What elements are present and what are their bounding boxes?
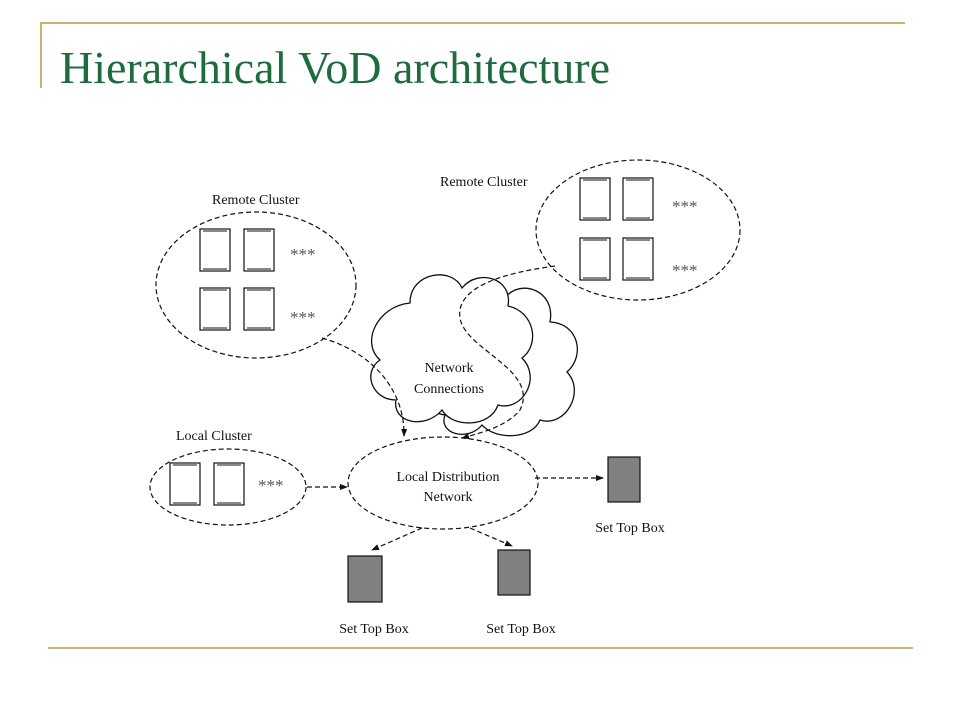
local-cluster-boundary (149, 448, 307, 526)
set-top-box-right-label: Set Top Box (595, 521, 665, 536)
server-drum-icon (169, 462, 201, 506)
remote-cluster-left-label: Remote Cluster (212, 193, 300, 208)
network-label-line1: Network (425, 361, 474, 376)
connections (307, 265, 604, 551)
connection-distribution-to-stb-mid (469, 527, 513, 547)
remote-cluster-left: Remote Cluster *** *** (155, 193, 357, 359)
left-rule (40, 22, 42, 88)
remote-cluster-right-ellipsis-2: *** (672, 261, 698, 280)
local-distribution-network: Local Distribution Network (347, 436, 539, 530)
network-cloud: Network Connections (370, 274, 578, 437)
top-rule (40, 22, 905, 24)
connection-remote-left-to-local (321, 337, 408, 437)
set-top-box-icon (497, 549, 531, 596)
server-drum-icon (579, 177, 611, 221)
local-cluster-ellipsis: *** (258, 476, 284, 495)
local-distribution-label-line1: Local Distribution (396, 470, 499, 485)
remote-cluster-left-boundary (155, 211, 357, 359)
set-top-box-left-label: Set Top Box (339, 622, 409, 637)
set-top-box-mid: Set Top Box (486, 549, 556, 637)
local-cluster-label: Local Cluster (176, 429, 252, 444)
local-cluster: Local Cluster *** (149, 429, 307, 526)
server-drum-icon (622, 177, 654, 221)
network-label-line2: Connections (414, 382, 484, 397)
server-drum-icon (243, 287, 275, 331)
connection-distribution-to-stb-left (371, 527, 423, 551)
local-distribution-boundary (347, 436, 539, 530)
server-drum-icon (199, 287, 231, 331)
slide-title: Hierarchical VoD architecture (60, 42, 611, 93)
local-distribution-label-line2: Network (424, 490, 473, 505)
remote-cluster-right-ellipsis-1: *** (672, 197, 698, 216)
server-drum-icon (622, 237, 654, 281)
server-drum-icon (199, 228, 231, 272)
remote-cluster-left-ellipsis-2: *** (290, 308, 316, 327)
server-drum-icon (213, 462, 245, 506)
set-top-box-icon (347, 555, 383, 603)
set-top-box-icon (607, 456, 641, 503)
remote-cluster-left-ellipsis-1: *** (290, 245, 316, 264)
remote-cluster-right-label: Remote Cluster (440, 175, 528, 190)
bottom-rule (48, 647, 913, 649)
set-top-box-mid-label: Set Top Box (486, 622, 556, 637)
set-top-box-right: Set Top Box (595, 456, 665, 536)
connection-remote-right-to-local (459, 265, 556, 440)
set-top-box-left: Set Top Box (339, 555, 409, 637)
server-drum-icon (243, 228, 275, 272)
remote-cluster-right: Remote Cluster *** *** (440, 159, 741, 301)
server-drum-icon (579, 237, 611, 281)
remote-cluster-right-boundary (535, 159, 741, 301)
